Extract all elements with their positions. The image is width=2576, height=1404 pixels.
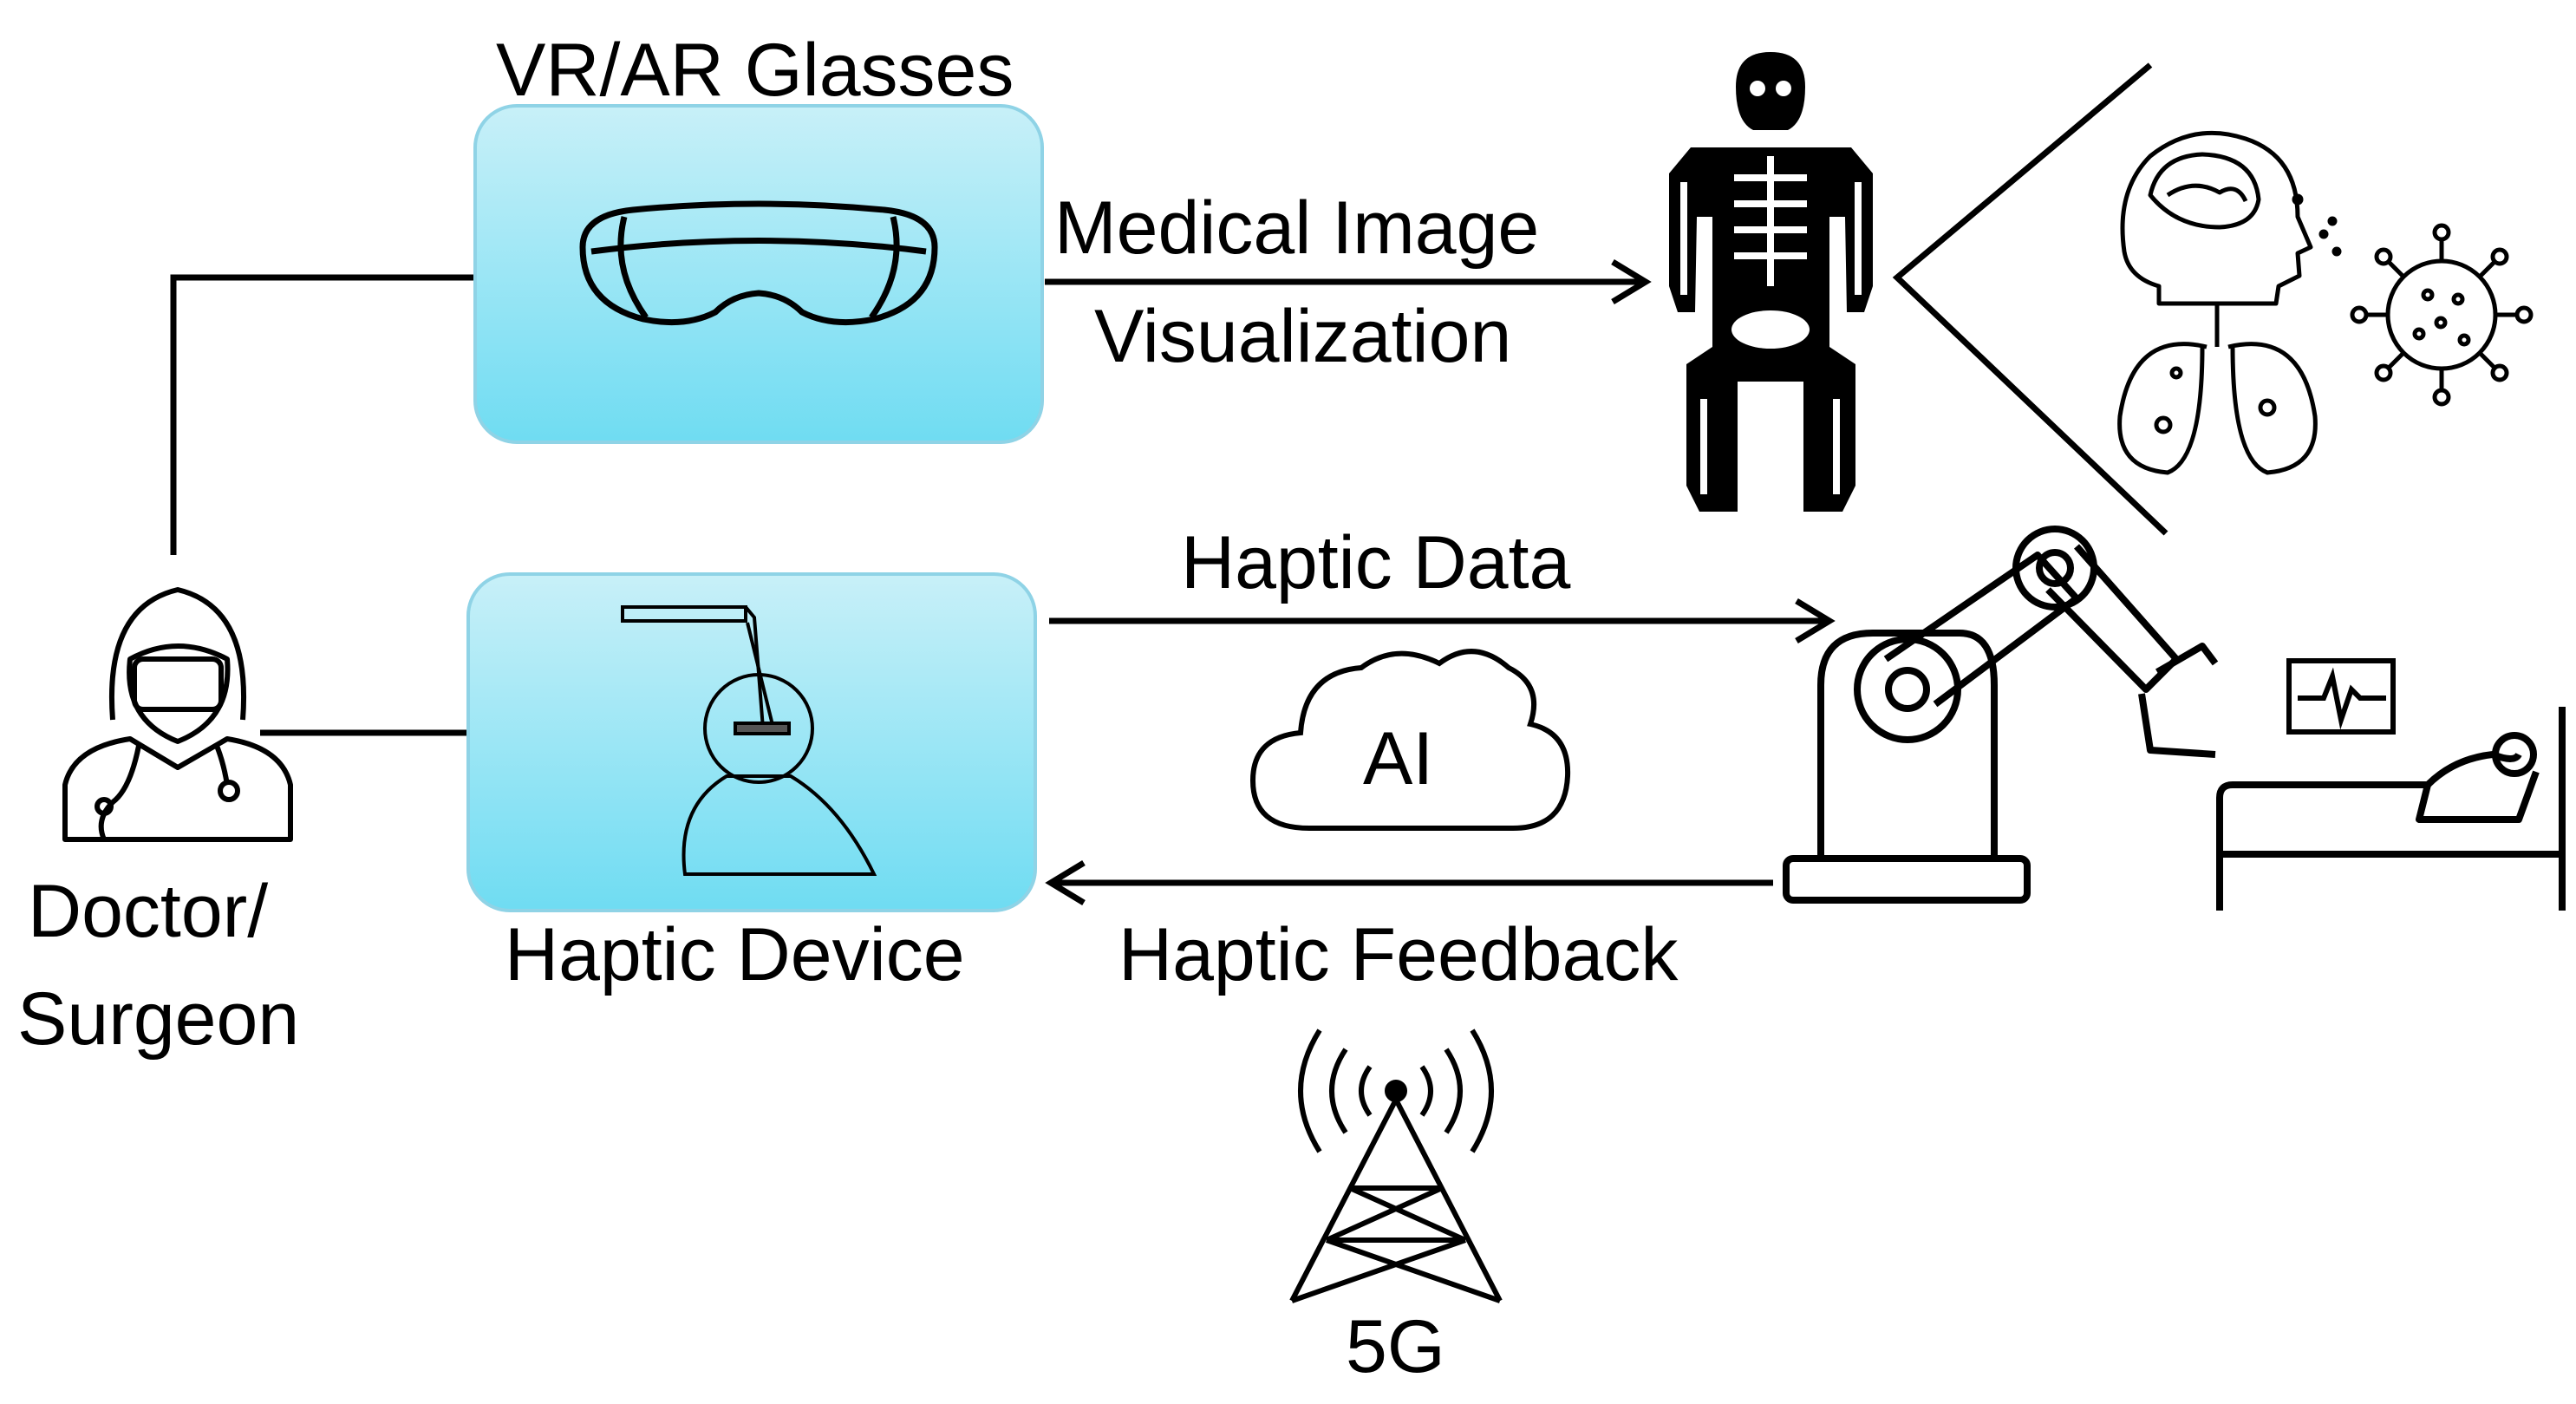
doctor-label-line1: Doctor/ xyxy=(28,870,269,953)
haptic-device-icon xyxy=(621,605,877,876)
haptic-device-label: Haptic Device xyxy=(505,913,965,996)
virus-icon xyxy=(2350,223,2534,407)
medical-image-label-line2: Visualization xyxy=(1094,295,1512,378)
medical-image-label-line1: Medical Image xyxy=(1054,186,1540,270)
haptic-device-box xyxy=(466,572,1037,912)
vr-glasses-box xyxy=(473,104,1044,444)
zoom-wedge xyxy=(1892,62,2168,536)
ai-label: AI xyxy=(1363,717,1434,800)
network-5g-label: 5G xyxy=(1346,1305,1445,1388)
medical-image-arrowhead xyxy=(1611,259,1652,304)
robotic-arm-icon xyxy=(1783,526,2219,904)
head-lungs-icon xyxy=(2117,130,2342,475)
haptic-feedback-arrowhead xyxy=(1045,860,1086,905)
vr-glasses-icon xyxy=(579,200,938,326)
doctor-label-line2: Surgeon xyxy=(17,977,300,1061)
connector-lines xyxy=(170,62,2168,905)
vr-glasses-label: VR/AR Glasses xyxy=(496,29,1014,112)
heart-monitor-icon xyxy=(2286,658,2396,735)
haptic-data-arrowhead xyxy=(1795,598,1836,643)
cell-tower-icon xyxy=(1289,1029,1503,1303)
haptic-feedback-label: Haptic Feedback xyxy=(1118,913,1679,996)
cloud-icon xyxy=(1249,649,1571,831)
skeleton-icon xyxy=(1669,52,1873,512)
doctor-icon xyxy=(62,587,293,842)
haptic-data-label: Haptic Data xyxy=(1181,521,1571,604)
doctor-to-glasses-line xyxy=(170,274,475,555)
patient-bed-icon xyxy=(2216,707,2566,911)
